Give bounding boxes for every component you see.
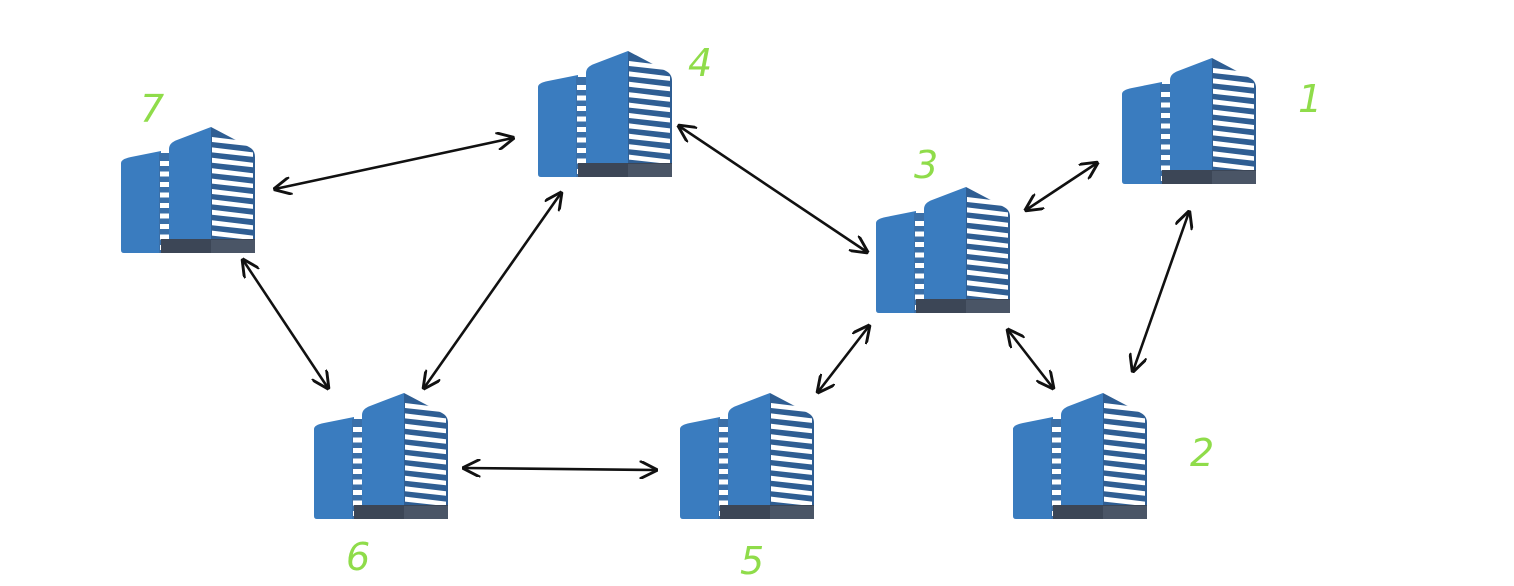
building-icon xyxy=(314,393,448,519)
edge-7-6 xyxy=(243,260,328,388)
node-label-6: 6 xyxy=(346,535,370,579)
nodes: 1 2 3 4 5 6 7 xyxy=(121,41,1322,583)
edge-6-5 xyxy=(464,468,656,470)
node-label-7: 7 xyxy=(140,87,164,131)
building-icon xyxy=(1013,393,1147,519)
node-5: 5 xyxy=(680,393,814,583)
edge-4-6 xyxy=(424,193,561,388)
building-icon xyxy=(876,187,1010,313)
edge-7-4 xyxy=(275,138,513,189)
node-3: 3 xyxy=(876,143,1010,313)
node-1: 1 xyxy=(1122,58,1322,184)
node-label-3: 3 xyxy=(914,143,938,187)
edge-3-1 xyxy=(1026,163,1097,210)
building-icon xyxy=(121,127,255,253)
edge-3-2 xyxy=(1008,330,1053,388)
edge-3-5 xyxy=(818,326,869,392)
edges xyxy=(243,126,1189,470)
building-icon xyxy=(538,51,672,177)
node-label-4: 4 xyxy=(688,41,712,85)
building-icon xyxy=(680,393,814,519)
node-2: 2 xyxy=(1013,393,1214,519)
node-label-1: 1 xyxy=(1298,77,1322,121)
node-label-2: 2 xyxy=(1190,431,1214,475)
building-icon xyxy=(1122,58,1256,184)
node-label-5: 5 xyxy=(740,539,764,583)
edge-4-3 xyxy=(679,126,867,252)
edge-1-2 xyxy=(1133,212,1189,371)
node-6: 6 xyxy=(314,393,448,579)
node-4: 4 xyxy=(538,41,712,177)
node-7: 7 xyxy=(121,87,255,253)
